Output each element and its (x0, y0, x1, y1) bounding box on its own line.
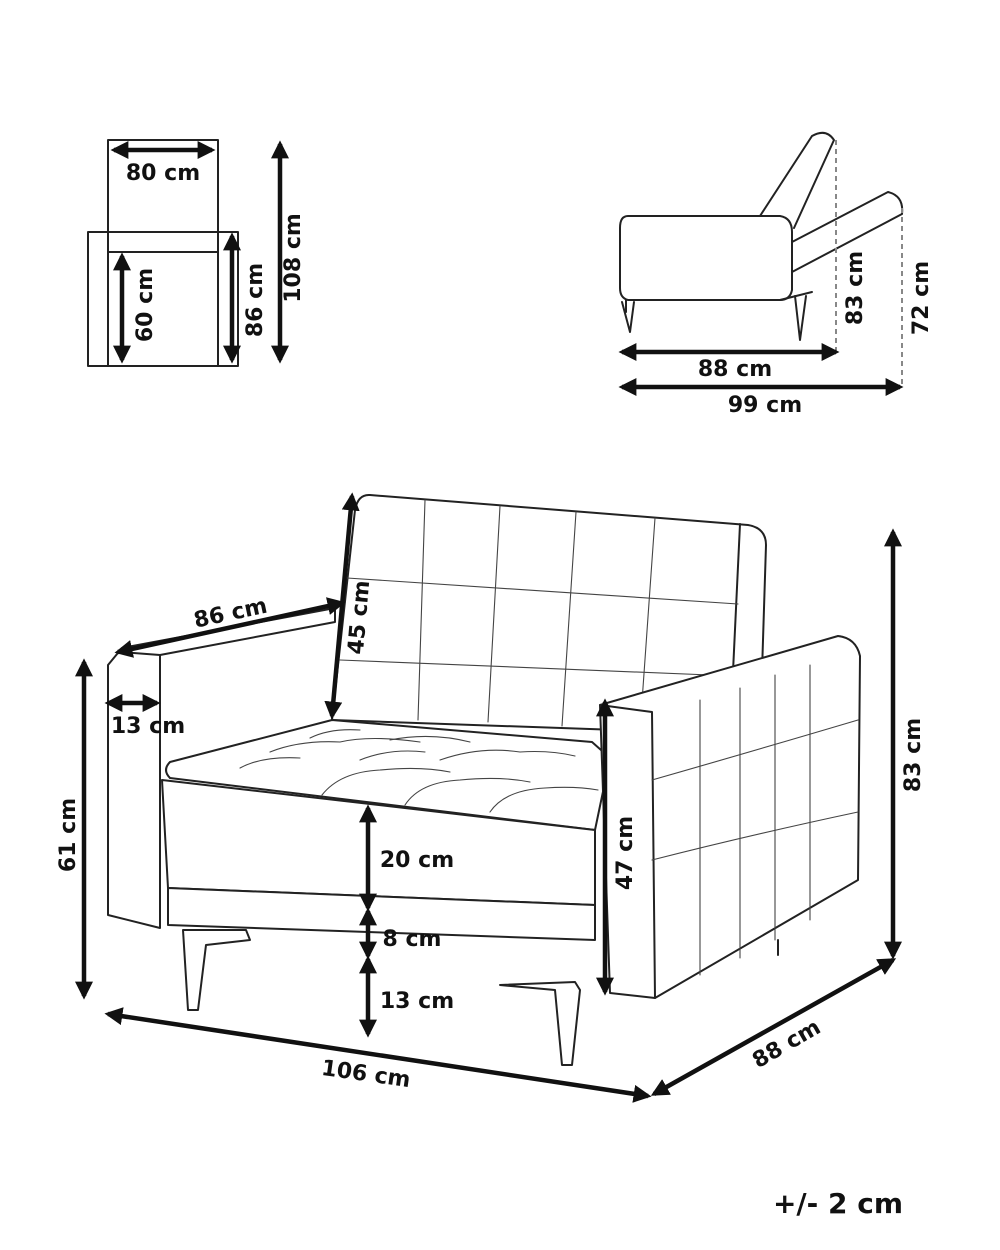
leg-height-label: 13 cm (380, 989, 454, 1014)
seat-height-label: 47 cm (613, 816, 638, 890)
seat-cushion-label: 20 cm (380, 848, 454, 873)
top-depth-label: 86 cm (243, 263, 268, 337)
top-width-label: 80 cm (126, 161, 200, 186)
side-height-reclined-label: 72 cm (909, 261, 934, 335)
top-seat-depth-label: 60 cm (133, 268, 158, 342)
total-height-label: 83 cm (901, 718, 926, 792)
armrest-height-label: 61 cm (56, 798, 81, 872)
total-width-arrow (104, 1007, 652, 1103)
top-view-drawing (87, 139, 239, 367)
total-width-label: 106 cm (320, 1056, 412, 1093)
backrest-tufting (339, 499, 739, 731)
side-depth-reclined-label: 99 cm (728, 393, 802, 418)
backrest-width-arrow (114, 597, 346, 658)
side-depth-label: 88 cm (698, 357, 772, 382)
armrest-width-label: 13 cm (111, 714, 185, 739)
tolerance-note: +/- 2 cm (773, 1187, 903, 1220)
side-view-drawing (619, 131, 904, 388)
total-depth-arrow (650, 958, 897, 1096)
seat-tufting (239, 729, 599, 813)
armchair-drawing (107, 493, 861, 1066)
armrest-tufting (651, 664, 859, 976)
top-length-label: 108 cm (281, 213, 306, 303)
total-depth-label: 88 cm (748, 1015, 825, 1074)
seat-base-label: 8 cm (383, 927, 442, 952)
side-height-label: 83 cm (843, 251, 868, 325)
backrest-height-arrow (324, 492, 360, 720)
